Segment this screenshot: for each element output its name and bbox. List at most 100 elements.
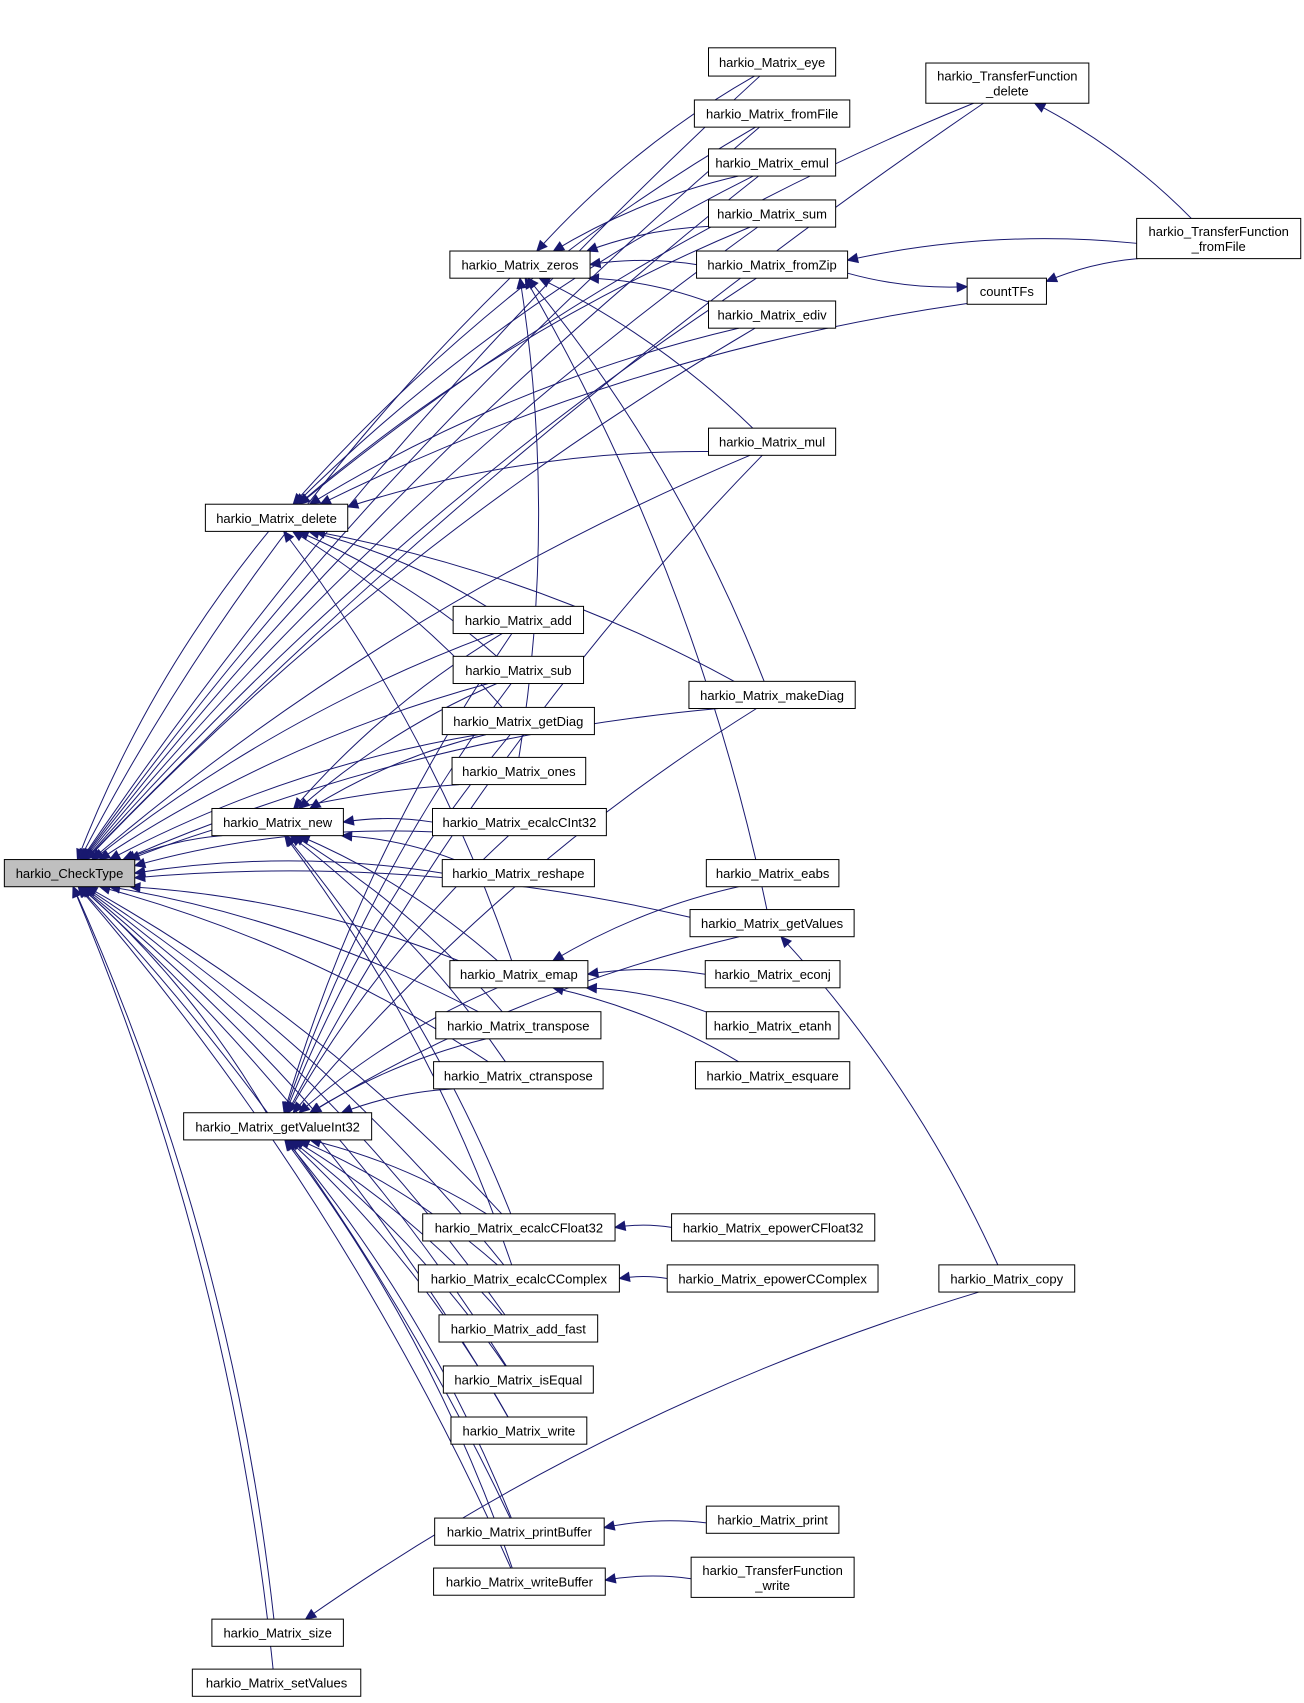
arrowhead-delete [298,493,311,505]
edge-ecalcCFloat32-to-new [285,835,512,1214]
arrowhead-ecalcCComplex [618,1271,631,1283]
node-label: _fromFile [1191,239,1246,254]
arrowhead-size [304,1608,318,1620]
node-box [183,1112,373,1141]
node-label: harkio_Matrix_epowerCComplex [678,1271,867,1286]
node-box [442,1365,594,1394]
edge-sub-to-new [298,683,498,809]
node-isEqual[interactable]: harkio_Matrix_isEqual [442,1365,594,1394]
edge-tfFromFile-to-tfDelete [1034,102,1192,219]
edge-setValues-to-checktype [72,886,274,1670]
node-sub[interactable]: harkio_Matrix_sub [452,655,585,685]
node-printBuffer[interactable]: harkio_Matrix_printBuffer [434,1517,605,1546]
node-fromZip[interactable]: harkio_Matrix_fromZip [696,250,849,279]
edge-add-to-new [293,633,503,809]
node-box [433,1567,606,1596]
edge-tfFromFile-to-fromZip [847,238,1137,261]
node-epowerCFloat32[interactable]: harkio_Matrix_epowerCFloat32 [671,1213,876,1242]
node-setValues[interactable]: harkio_Matrix_setValues [191,1668,362,1697]
arrowhead-new [293,797,305,810]
node-box [690,1556,855,1598]
edge-makeDiag-to-checktype [122,708,719,861]
node-ecalcCFloat32[interactable]: harkio_Matrix_ecalcCFloat32 [422,1213,616,1242]
edge-countTFs-to-delete [320,303,968,505]
node-label: harkio_Matrix_epowerCFloat32 [683,1220,864,1235]
node-box [671,1213,876,1242]
node-countTFs[interactable]: countTFs [966,277,1047,305]
node-emap[interactable]: harkio_Matrix_emap [449,960,589,989]
node-tfDelete[interactable]: harkio_TransferFunction_delete [925,62,1090,104]
node-add_fast[interactable]: harkio_Matrix_add_fast [438,1314,599,1343]
node-sum[interactable]: harkio_Matrix_sum [708,199,837,228]
node-copy[interactable]: harkio_Matrix_copy [938,1264,1076,1293]
node-box [422,1213,616,1242]
node-label: harkio_Matrix_sum [717,207,827,222]
edge-fromZip-to-checktype [84,277,757,860]
node-epowerCComplex[interactable]: harkio_Matrix_epowerCComplex [666,1264,879,1293]
node-ones[interactable]: harkio_Matrix_ones [451,756,587,786]
edge-makeDiag-to-getValueInt32 [292,708,757,1114]
node-add[interactable]: harkio_Matrix_add [452,605,585,635]
node-getDiag[interactable]: harkio_Matrix_getDiag [441,706,595,736]
node-ediv[interactable]: harkio_Matrix_ediv [708,300,837,329]
arrowhead-getValueInt32 [284,1138,296,1152]
node-checktype[interactable]: harkio_CheckType [3,859,136,888]
node-tfFromFile[interactable]: harkio_TransferFunction_fromFile [1136,217,1302,260]
node-ctranspose[interactable]: harkio_Matrix_ctranspose [433,1061,604,1090]
node-label: harkio_Matrix_esquare [707,1068,839,1083]
node-label: _delete [985,84,1029,99]
node-eye[interactable]: harkio_Matrix_eye [708,47,837,77]
edge-eye-to-zeros [536,75,755,252]
node-transpose[interactable]: harkio_Matrix_transpose [435,1011,602,1040]
node-fromFile[interactable]: harkio_Matrix_fromFile [693,99,851,128]
edge-tfWrite-to-writeBuffer [605,1575,692,1581]
node-size[interactable]: harkio_Matrix_size [211,1618,344,1647]
node-ecalcCInt32[interactable]: harkio_Matrix_ecalcCInt32 [431,807,607,837]
edge-mul-to-delete [347,450,709,508]
node-reshape[interactable]: harkio_Matrix_reshape [441,859,595,888]
node-tfWrite[interactable]: harkio_TransferFunction_write [690,1556,855,1598]
node-delete[interactable]: harkio_Matrix_delete [204,503,349,532]
node-label: harkio_Matrix_add_fast [451,1321,587,1336]
node-label: harkio_Matrix_delete [216,511,337,526]
node-new[interactable]: harkio_Matrix_new [211,807,344,837]
node-zeros[interactable]: harkio_Matrix_zeros [449,250,591,279]
node-box [451,756,587,786]
arrowhead-delete [283,530,295,543]
edge-econj-to-emap [587,969,706,975]
arrowhead-delete [291,530,305,542]
node-label: countTFs [980,284,1035,299]
node-label: _write [754,1578,790,1593]
node-mul[interactable]: harkio_Matrix_mul [708,427,837,456]
node-writeBuffer[interactable]: harkio_Matrix_writeBuffer [433,1567,606,1596]
edge-copy-to-size [305,1291,979,1620]
node-getValueInt32[interactable]: harkio_Matrix_getValueInt32 [183,1112,373,1141]
edge-layer [72,75,1192,1670]
node-makeDiag[interactable]: harkio_Matrix_makeDiag [688,680,856,710]
node-box [696,250,849,279]
node-label: harkio_Matrix_sub [465,663,571,678]
node-econj[interactable]: harkio_Matrix_econj [704,960,841,989]
node-box [441,706,595,736]
node-emul[interactable]: harkio_Matrix_emul [708,148,837,177]
edge-emul-to-checktype [82,175,759,860]
arrowhead-getValueInt32 [340,1104,354,1114]
edge-sub-to-getValueInt32 [284,683,512,1113]
arrowhead-emap [585,982,598,994]
edge-etanh-to-emap [586,987,707,1013]
node-write[interactable]: harkio_Matrix_write [450,1416,588,1445]
node-label: harkio_Matrix_getValueInt32 [195,1119,360,1134]
node-label: harkio_Matrix_copy [950,1271,1063,1286]
node-print[interactable]: harkio_Matrix_print [705,1505,840,1534]
node-box [431,807,607,837]
node-box [688,680,856,710]
node-eabs[interactable]: harkio_Matrix_eabs [705,859,840,888]
node-ecalcCComplex[interactable]: harkio_Matrix_ecalcCComplex [417,1264,620,1293]
node-etanh[interactable]: harkio_Matrix_etanh [705,1011,840,1040]
node-label: harkio_TransferFunction [702,1563,842,1578]
node-esquare[interactable]: harkio_Matrix_esquare [694,1061,851,1090]
node-label: harkio_Matrix_zeros [461,258,579,273]
edge-printBuffer-to-checktype [78,886,511,1519]
node-label: harkio_Matrix_etanh [714,1018,832,1033]
node-getValues[interactable]: harkio_Matrix_getValues [689,909,855,938]
